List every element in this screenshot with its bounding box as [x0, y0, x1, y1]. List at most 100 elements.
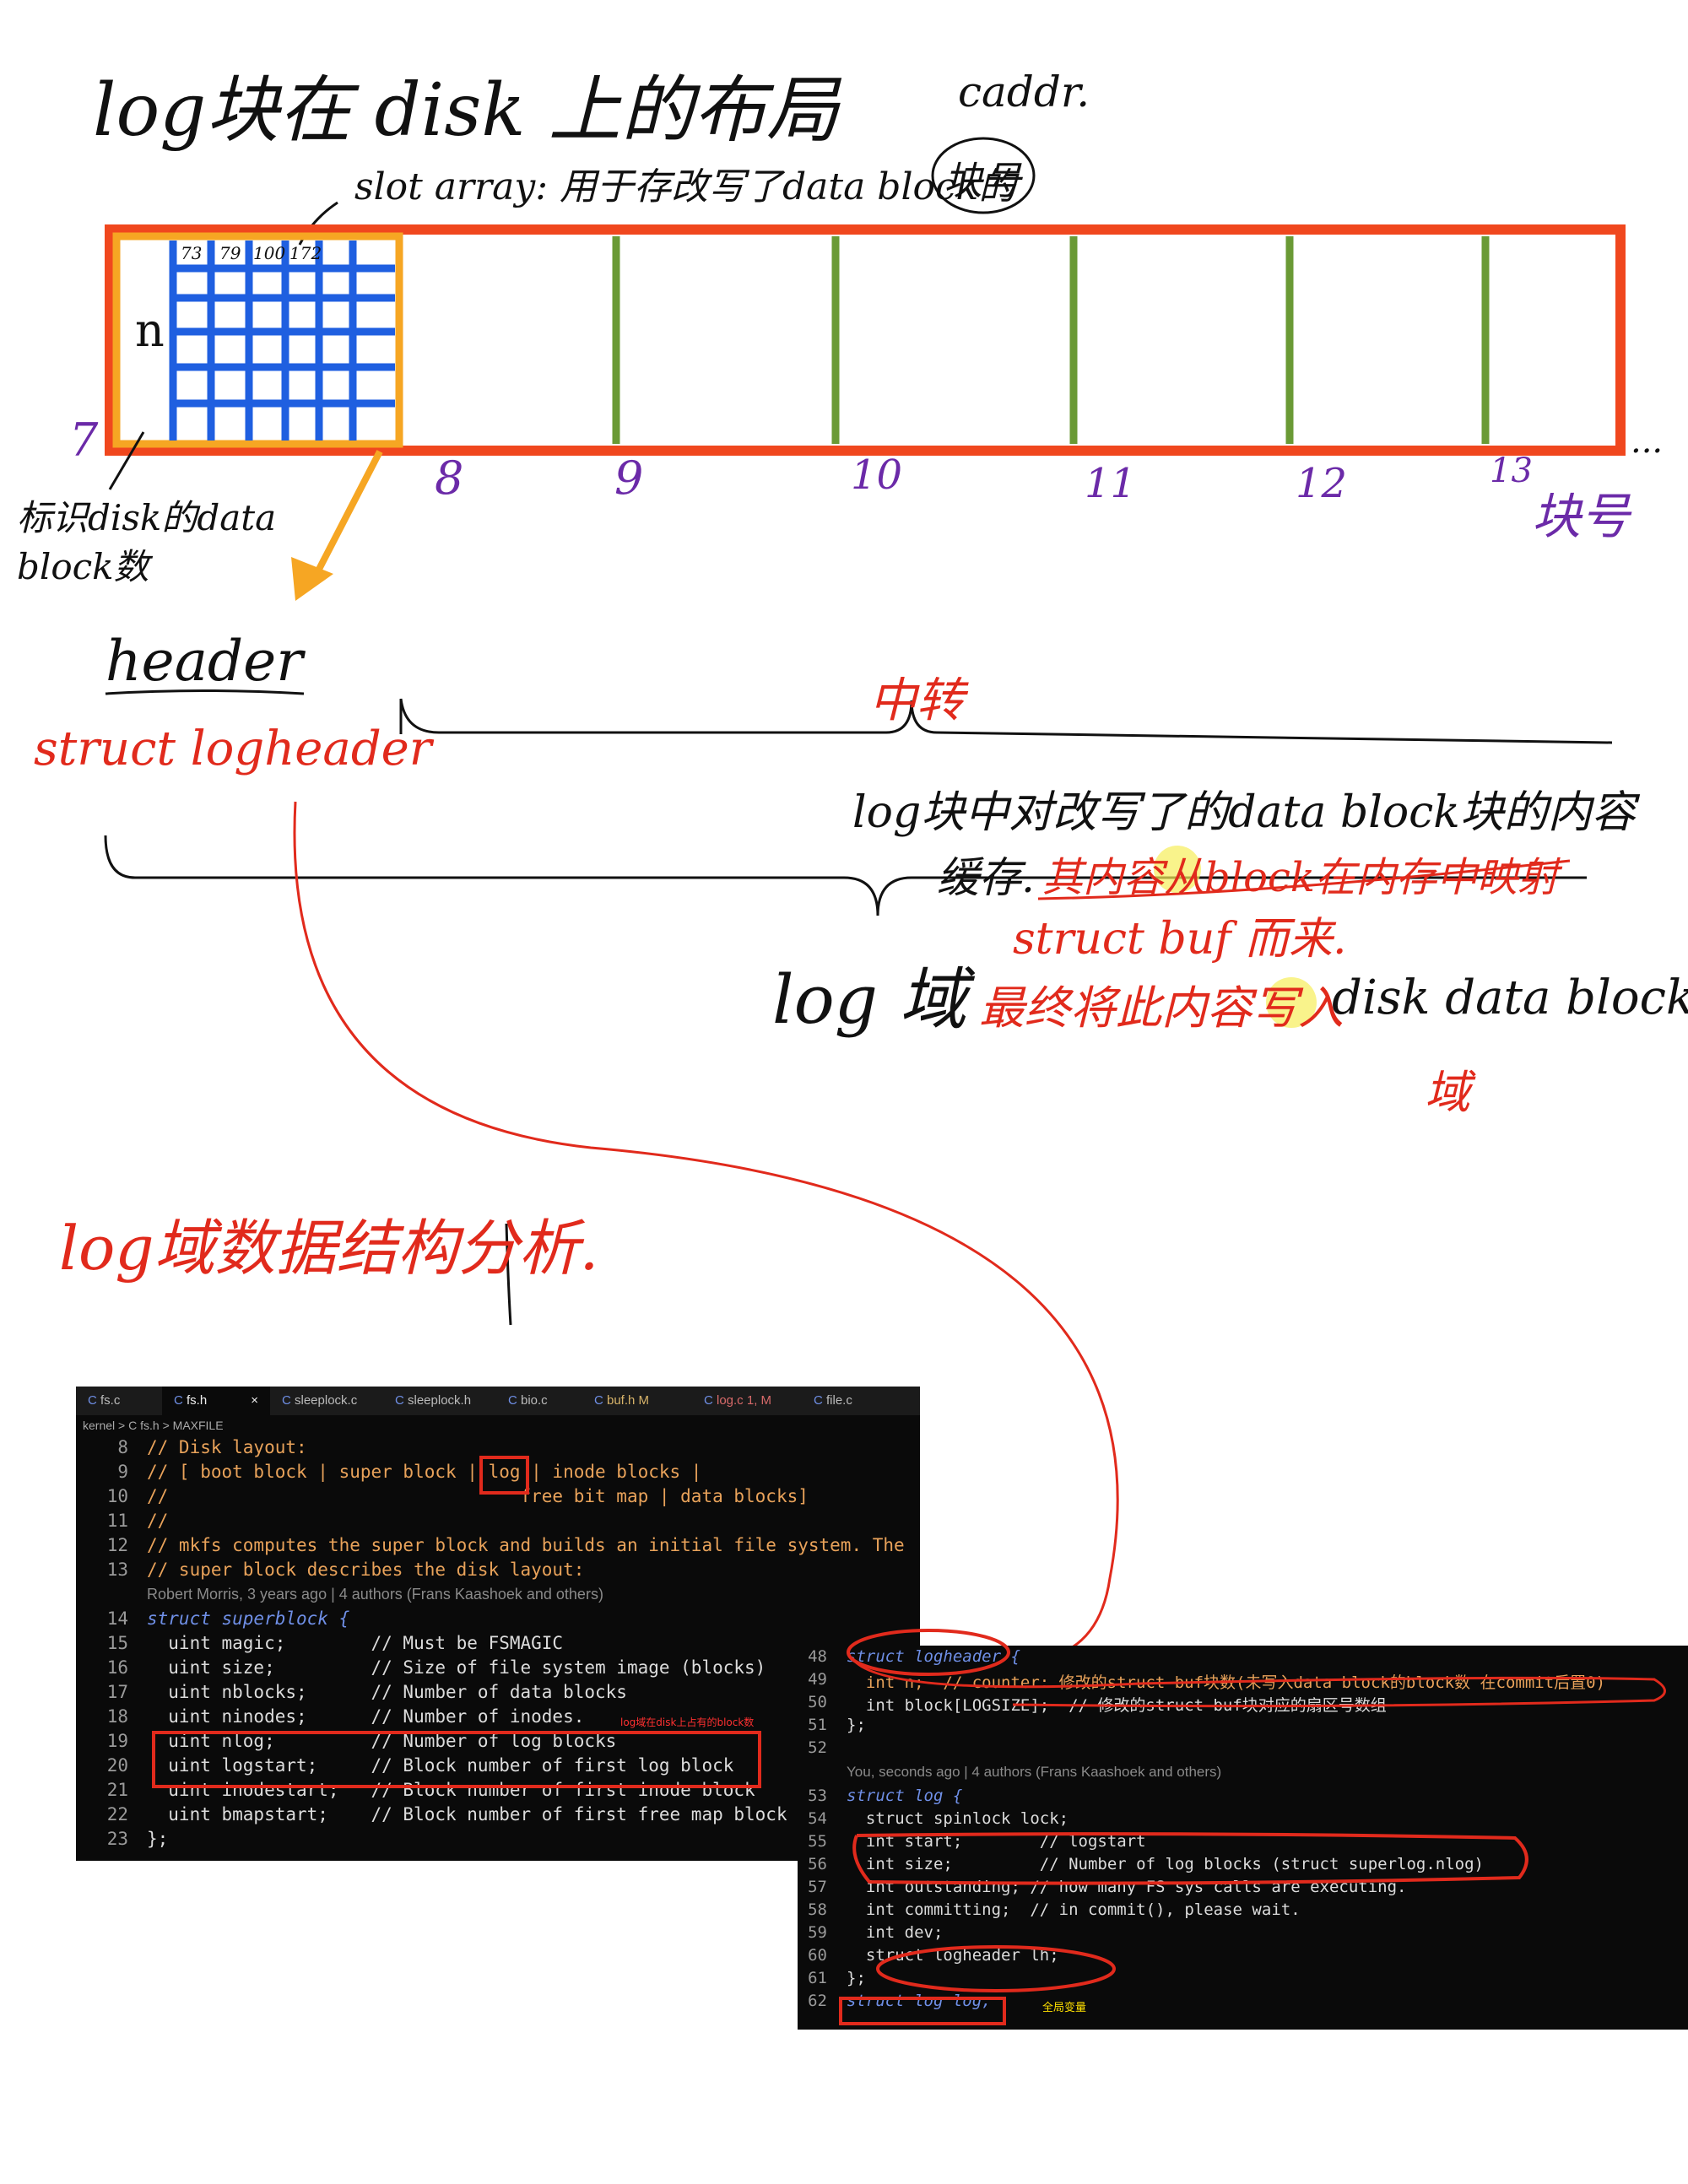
diagram-title: log块在 disk 上的布局 — [93, 68, 839, 153]
line-number: 54 — [808, 1809, 827, 1828]
code-line: uint size; // Size of file system image … — [147, 1657, 766, 1678]
line-number: 23 — [106, 1829, 128, 1849]
line-number: 50 — [808, 1693, 827, 1711]
block-no-circled-label: 块号 — [944, 158, 1021, 203]
line-number: 62 — [808, 1992, 827, 2010]
line-number: 55 — [808, 1832, 827, 1851]
slot-number-3: 100 — [253, 243, 286, 263]
analysis-title: log域数据结构分析. — [59, 1213, 599, 1284]
line-number: 16 — [106, 1657, 128, 1678]
line-number: 57 — [808, 1878, 827, 1896]
tab-buf-h[interactable]: C buf.h M — [594, 1393, 650, 1408]
line-number: 20 — [106, 1755, 128, 1776]
editor-fs-h: C fs.c C fs.h × C sleeplock.c C sleeploc… — [76, 1387, 920, 1861]
log-region-bar — [105, 224, 1626, 456]
code-line: // mkfs computes the super block and bui… — [147, 1535, 905, 1555]
code-line: // [ boot block | super block | log | in… — [147, 1462, 702, 1482]
code-line: }; — [147, 1829, 169, 1849]
line-number: 48 — [808, 1647, 827, 1666]
code-line: // — [147, 1511, 169, 1531]
code-line: uint magic; // Must be FSMAGIC — [147, 1633, 564, 1653]
struct-buf-label: struct buf 而来. — [1013, 914, 1347, 965]
line-number: 17 — [106, 1682, 128, 1702]
code-line: int start; // logstart — [847, 1832, 1146, 1851]
line-number: 15 — [106, 1633, 128, 1653]
line-number: 12 — [106, 1535, 128, 1555]
line-number: 18 — [106, 1706, 128, 1727]
block-number-7: 7 — [69, 414, 99, 467]
line-number: 58 — [808, 1900, 827, 1919]
struct-logheader-label: struct logheader — [34, 722, 432, 776]
line-number: 56 — [808, 1855, 827, 1873]
code-line: struct log { — [847, 1787, 963, 1805]
code-line: // free bit map | data blocks] — [147, 1486, 809, 1506]
line-number: 51 — [808, 1716, 827, 1734]
slot-number-2: 79 — [219, 243, 241, 263]
close-icon[interactable]: × — [251, 1393, 258, 1408]
header-block — [112, 232, 403, 448]
caddr-label: caddr. — [958, 68, 1090, 116]
code-line: uint inodestart; // Block number of firs… — [147, 1780, 755, 1800]
line-number: 53 — [808, 1787, 827, 1805]
block-dividers — [612, 236, 1490, 444]
slot-array-grid — [169, 241, 395, 441]
code-line: struct superblock { — [147, 1608, 350, 1629]
tab-bio-c[interactable]: C bio.c — [508, 1393, 548, 1408]
line-number: 22 — [106, 1804, 128, 1825]
breadcrumb: kernel > C fs.h > MAXFILE — [83, 1419, 224, 1432]
code-line: struct logheader lh; — [847, 1946, 1059, 1965]
block-no-label: 块号 — [1532, 488, 1631, 545]
line-number: 13 — [106, 1560, 128, 1580]
code-line: // Disk layout: — [147, 1437, 307, 1457]
code-line: uint logstart; // Block number of first … — [147, 1755, 734, 1776]
block-number-10: 10 — [851, 451, 903, 499]
line-number: 61 — [808, 1969, 827, 1987]
tab-sleeplock-h[interactable]: C sleeplock.h — [395, 1393, 472, 1408]
log-region-label: log 域 — [772, 960, 967, 1039]
ellipsis: ... — [1631, 422, 1664, 461]
middle-label: 中转 — [869, 673, 964, 728]
middle-desc-2: 缓存. — [937, 853, 1035, 902]
code-line: struct logheader { — [847, 1647, 1020, 1666]
middle-desc-1: log块中对改写了的data block块的内容 — [852, 787, 1636, 838]
left-note: 标识disk的data block数 — [17, 497, 277, 587]
global-var-note: 全局变量 — [1042, 2002, 1087, 2014]
region-char: 域 — [1425, 1066, 1470, 1119]
code-line: uint bmapstart; // Block number of first… — [147, 1804, 787, 1825]
tab-sleeplock-c[interactable]: C sleeplock.c — [282, 1393, 358, 1408]
slot-array-label: slot array: 用于存改写了data block的 — [354, 165, 1016, 208]
nlog-note: log域在disk上占有的block数 — [620, 1716, 755, 1728]
line-number: 8 — [117, 1437, 128, 1457]
code-line: uint nblocks; // Number of data blocks — [147, 1682, 627, 1702]
line-number: 49 — [808, 1670, 827, 1689]
tab-log-c[interactable]: C log.c 1, M — [704, 1393, 772, 1408]
code-line: int committing; // in commit(), please w… — [847, 1900, 1301, 1919]
line-number: 60 — [808, 1946, 827, 1965]
line-number: 21 — [106, 1780, 128, 1800]
code-line: // super block describes the disk layout… — [147, 1560, 585, 1580]
git-blame: You, seconds ago | 4 authors (Frans Kaas… — [847, 1764, 1222, 1780]
block-number-13: 13 — [1490, 451, 1533, 490]
code-line: struct log log; — [847, 1992, 992, 2010]
final-write-label: 最终将此内容写入 — [979, 981, 1344, 1035]
git-blame: Robert Morris, 3 years ago | 4 authors (… — [147, 1586, 603, 1603]
code-line: int dev; — [847, 1923, 944, 1942]
code-line: }; — [847, 1969, 866, 1987]
tab-file-c[interactable]: C file.c — [814, 1393, 852, 1408]
code-line: int size; // Number of log blocks (struc… — [847, 1855, 1484, 1873]
middle-desc-red: 其内容从block在内存中映射 — [1042, 854, 1558, 901]
tab-fs-c[interactable]: C fs.c — [88, 1393, 121, 1408]
code-line: uint ninodes; // Number of inodes. — [147, 1706, 585, 1727]
block-number-11: 11 — [1085, 460, 1137, 507]
line-number: 10 — [106, 1486, 128, 1506]
line-number: 52 — [808, 1738, 827, 1757]
block-number-12: 12 — [1296, 460, 1348, 507]
n-counter-label: n — [135, 304, 165, 357]
editor-tab-bar: C fs.c C fs.h × C sleeplock.c C sleeploc… — [76, 1387, 920, 1415]
block-number-8: 8 — [435, 451, 464, 505]
line-number: 19 — [106, 1731, 128, 1751]
tab-fs-h[interactable]: C fs.h × — [162, 1387, 270, 1415]
